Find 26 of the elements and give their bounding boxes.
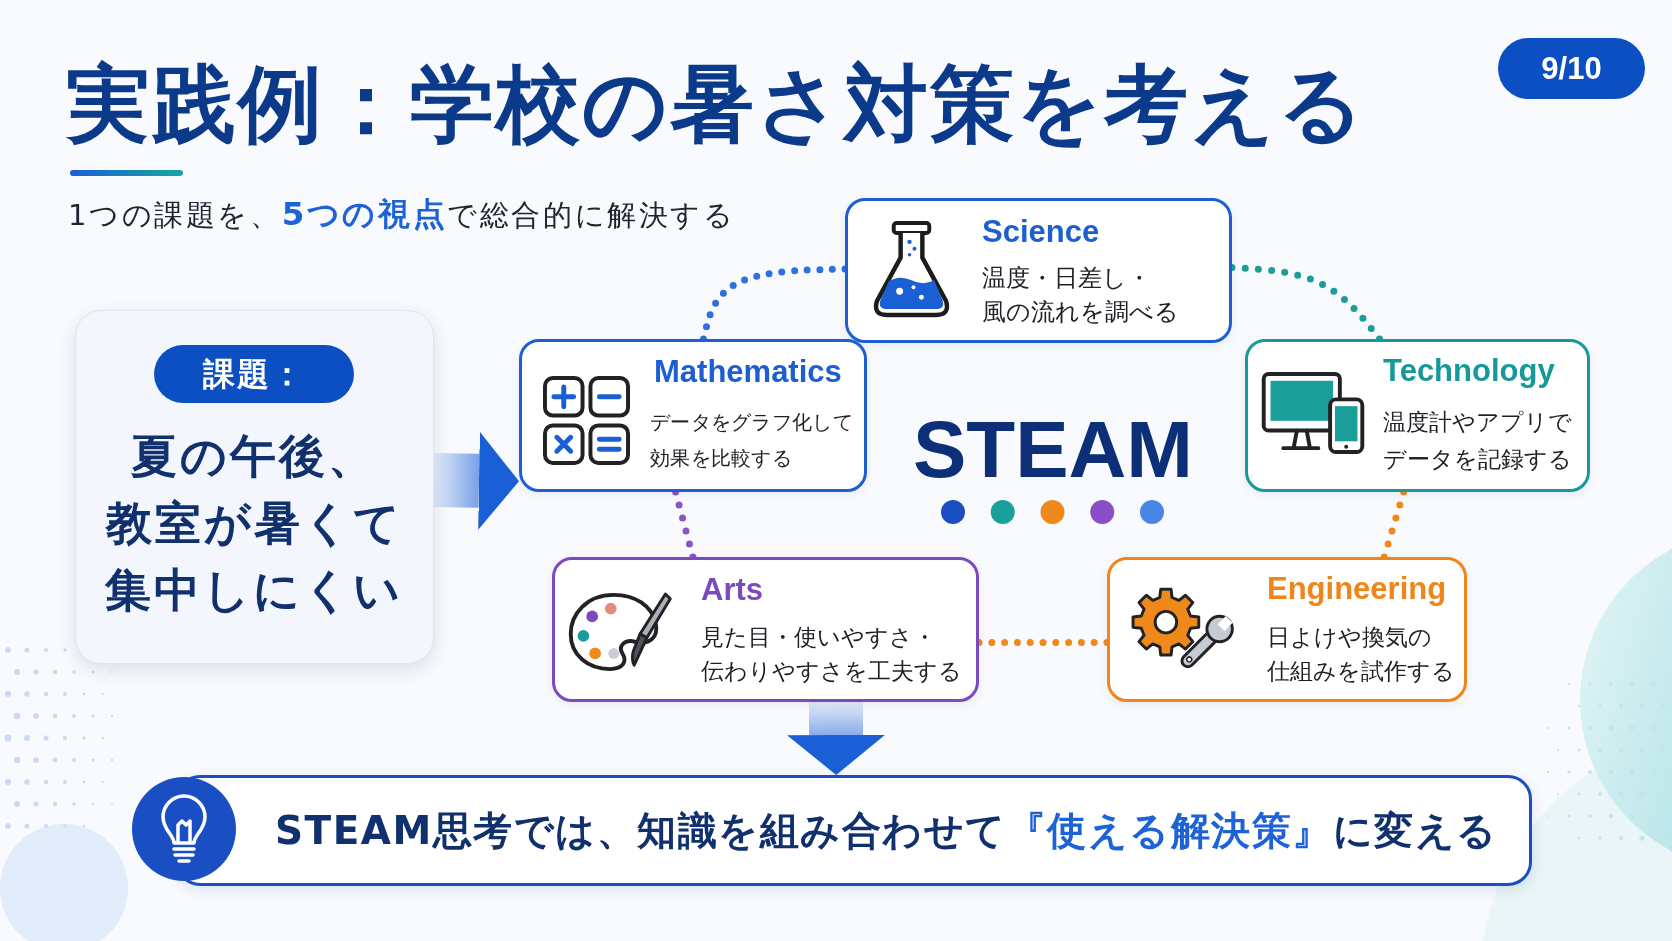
topic-title: Engineering — [1267, 571, 1447, 607]
topic-card — [1107, 557, 1467, 702]
topic-title: Science — [982, 214, 1100, 250]
block-arrow — [433, 431, 520, 530]
subtitle: 1つの課題を、5つの視点で総合的に解決する — [68, 194, 736, 235]
block-arrow — [787, 702, 886, 776]
page-indicator: 9/10 — [1498, 38, 1645, 99]
topic-card — [519, 339, 867, 492]
topic-title: Arts — [701, 572, 763, 608]
problem-label: 課題： — [154, 345, 354, 403]
topic-description: 見た目・使いやすさ・伝わりやすさを工夫する — [701, 623, 962, 686]
problem-statement: 夏の午後、教室が暑くて集中しにくい — [104, 428, 404, 619]
topic-title: Technology — [1383, 353, 1555, 389]
conclusion-text: STEAM思考では、知識を組み合わせて『使える解決策』に変える — [275, 807, 1498, 855]
conclusion-banner — [132, 775, 1532, 886]
topic-description: データをグラフ化して効果を比較する — [650, 409, 853, 472]
slide-title: 実践例：学校の暑さ対策を考える — [66, 54, 1366, 155]
topic-card — [845, 198, 1232, 343]
steam-heading: STEAM — [912, 408, 1194, 492]
topic-card — [1245, 339, 1590, 492]
topic-description: 温度・日差し・風の流れを調べる — [982, 263, 1179, 328]
topic-card — [552, 557, 979, 702]
topic-description: 日よけや換気の仕組みを試作する — [1267, 623, 1455, 686]
topic-description: 温度計やアプリでデータを記録する — [1383, 408, 1572, 474]
problem-card — [75, 310, 434, 664]
topic-title: Mathematics — [654, 354, 842, 390]
